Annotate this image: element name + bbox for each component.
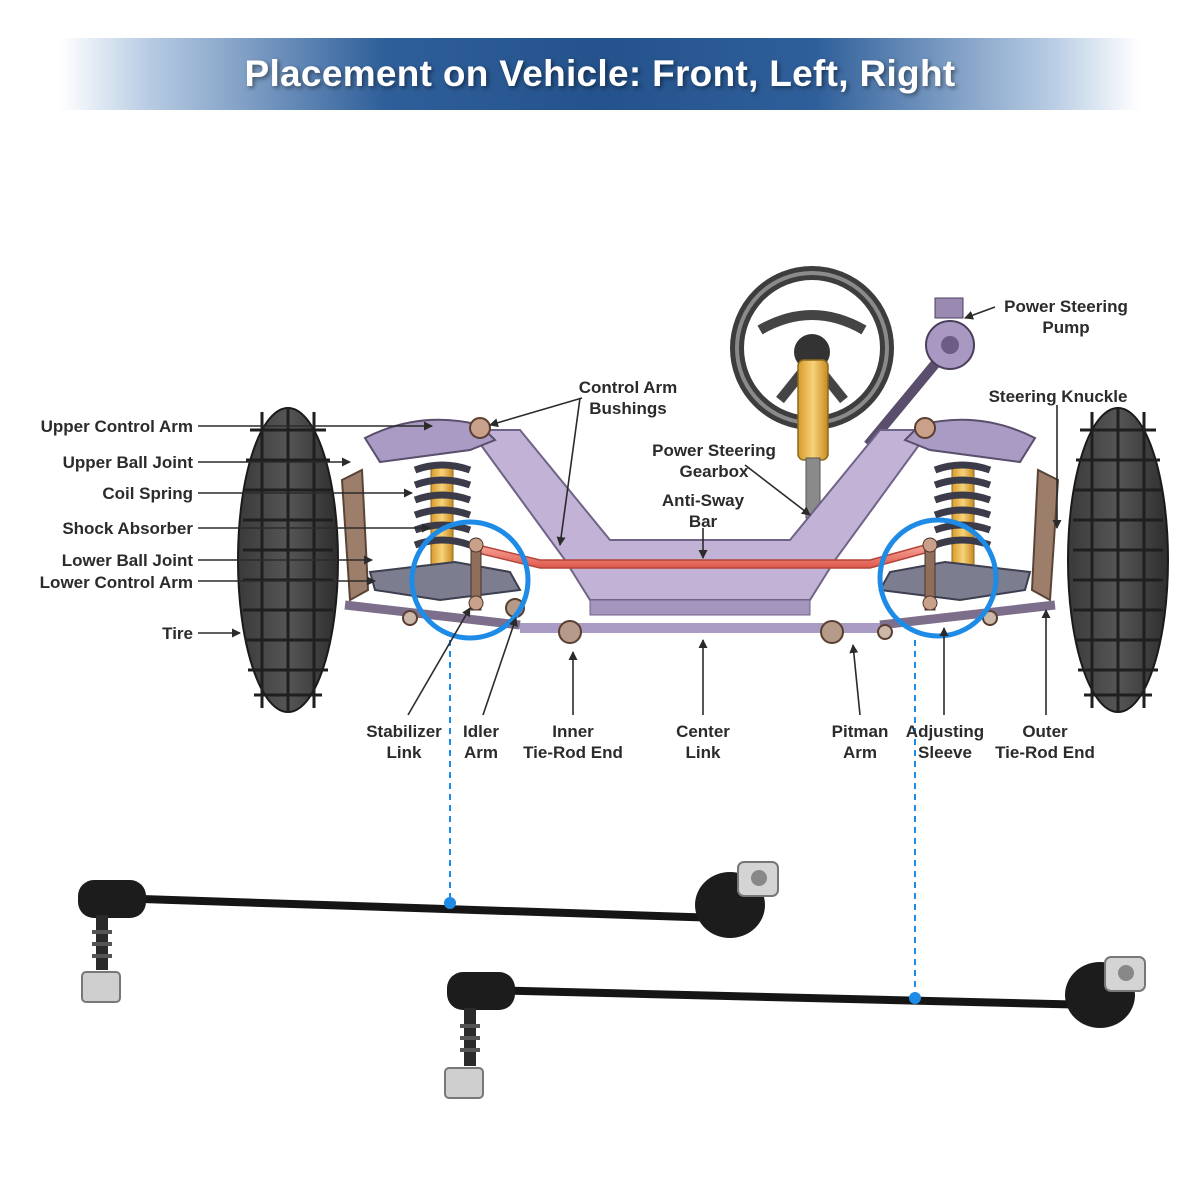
- label-center-link-line2: Link: [686, 743, 721, 762]
- banner-title: Placement on Vehicle: Front, Left, Right: [244, 53, 956, 94]
- steering-knuckles: [340, 468, 1060, 602]
- label-outer-tie-rod-end-line2: Tie-Rod End: [995, 743, 1095, 762]
- label-center-link-line1: Center: [676, 722, 730, 741]
- upper-product-dot: [444, 897, 456, 909]
- label-adjusting-sleeve-line1: Adjusting: [906, 722, 984, 741]
- label-upper-ball-joint: Upper Ball Joint: [63, 453, 194, 472]
- label-power-steering-pump-line1: Power Steering: [1004, 297, 1128, 316]
- label-idler-arm-line1: Idler: [463, 722, 499, 741]
- label-stabilizer-link-line2: Link: [387, 743, 422, 762]
- lower-product-dot: [909, 992, 921, 1004]
- label-idler-arm-line2: Arm: [464, 743, 498, 762]
- label-inner-tie-rod-end-line2: Tie-Rod End: [523, 743, 623, 762]
- left-coil-spring: [413, 461, 472, 571]
- label-adjusting-sleeve-line2: Sleeve: [918, 743, 972, 762]
- label-pitman-arm-line1: Pitman: [832, 722, 889, 741]
- power-steering-pump: [864, 297, 975, 449]
- label-lower-control-arm: Lower Control Arm: [40, 573, 193, 592]
- steering-linkage: [344, 598, 1056, 644]
- right-tire: [1067, 407, 1169, 713]
- label-power-steering-gearbox-line1: Power Steering: [652, 441, 776, 460]
- vehicle-stabilizer-links: [468, 537, 938, 611]
- label-steering-knuckle: Steering Knuckle: [989, 387, 1128, 406]
- label-control-arm-bushings-line2: Bushings: [589, 399, 666, 418]
- title-banner: Placement on Vehicle: Front, Left, Right: [60, 38, 1140, 110]
- label-inner-tie-rod-end-line1: Inner: [552, 722, 594, 741]
- upper-control-arms: [363, 417, 1037, 464]
- label-pitman-arm-line2: Arm: [843, 743, 877, 762]
- label-control-arm-bushings-line1: Control Arm: [579, 378, 678, 397]
- left-highlight-ring: [409, 519, 531, 641]
- label-anti-sway-bar-line1: Anti-Sway: [662, 491, 745, 510]
- label-shock-absorber: Shock Absorber: [62, 519, 193, 538]
- label-outer-tie-rod-end-line1: Outer: [1022, 722, 1068, 741]
- label-power-steering-pump-line2: Pump: [1042, 318, 1089, 337]
- label-power-steering-gearbox-line2: Gearbox: [680, 462, 750, 481]
- label-lower-ball-joint: Lower Ball Joint: [62, 551, 194, 570]
- product-stabilizer-link-upper: [78, 861, 779, 1003]
- right-coil-spring: [933, 461, 992, 571]
- label-stabilizer-link-line1: Stabilizer: [366, 722, 442, 741]
- label-coil-spring: Coil Spring: [102, 484, 193, 503]
- right-highlight-ring: [877, 517, 999, 639]
- product-stabilizer-link-lower: [444, 956, 1146, 1099]
- leader-lines: [198, 306, 1062, 716]
- steering-column: [797, 359, 829, 519]
- label-upper-control-arm: Upper Control Arm: [41, 417, 193, 436]
- label-anti-sway-bar-line2: Bar: [689, 512, 718, 531]
- label-tire: Tire: [162, 624, 193, 643]
